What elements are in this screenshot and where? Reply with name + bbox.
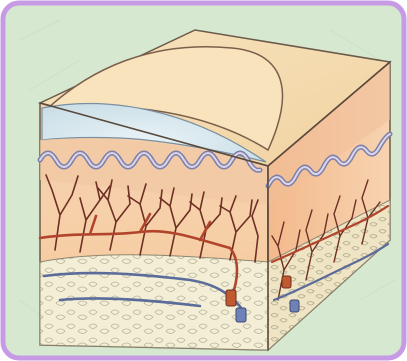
side-vein-stub [290,300,299,312]
side-artery-stub [282,276,291,288]
vein-stub [236,308,246,322]
artery-stub [226,290,236,306]
